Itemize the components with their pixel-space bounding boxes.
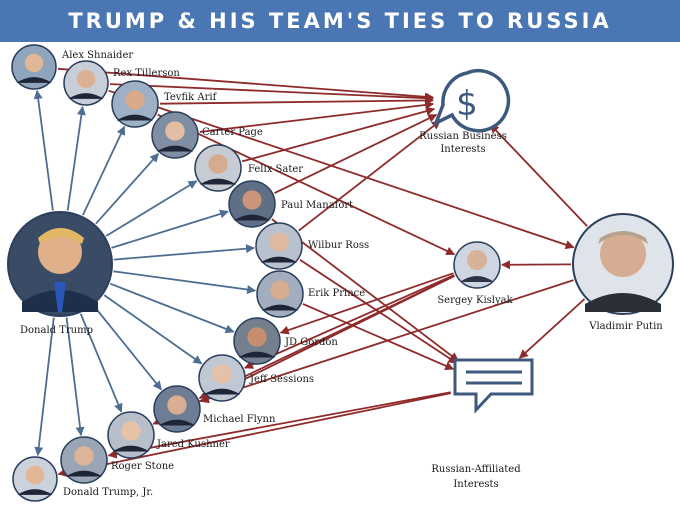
business-label-line1: Russian Business [419, 131, 507, 142]
text-speech-bubble-icon [453, 358, 534, 414]
trump-links [33, 89, 257, 457]
link-trump-p4 [95, 153, 160, 225]
link-putin-p11 [199, 279, 574, 404]
link-p3-kislyak [157, 113, 456, 256]
link-trump-p9 [109, 282, 235, 334]
person-label-roger-stone: Roger Stone [111, 461, 174, 472]
svg-text:$: $ [456, 84, 478, 124]
person-label-paul-manafort: Paul Manafort [281, 200, 353, 211]
person-jared-kushner-portrait [107, 411, 155, 459]
link-trump-p1 [33, 89, 54, 211]
ties-diagram: $ Russian Business Interests Russian-Aff… [7, 44, 674, 502]
person-paul-manafort-portrait [228, 180, 276, 228]
link-p8-affiliated [302, 303, 455, 371]
link-p3-business [159, 95, 434, 105]
person-label-jared-kushner: Jared Kushner [156, 439, 230, 450]
person-label-alex-shnaider: Alex Shnaider [61, 50, 133, 61]
person-roger-stone-portrait [60, 436, 108, 484]
vladimir-putin-node [572, 213, 674, 315]
person-jd-gordon-portrait [233, 317, 281, 365]
link-trump-p8 [113, 270, 257, 294]
person-label-felix-sater: Felix Sater [248, 164, 303, 175]
person-label-donald-trump-jr: Donald Trump, Jr. [63, 487, 153, 498]
person-label-rex-tillerson: Rex Tillerson [113, 68, 180, 79]
person-label-jd-gordon: JD Gordon [284, 337, 338, 348]
person-erik-prince-portrait [256, 270, 304, 318]
person-rex-tillerson-portrait [63, 60, 109, 106]
person-carter-page-portrait [151, 111, 199, 159]
link-trump-p5 [105, 180, 198, 237]
person-felix-sater-portrait [194, 144, 242, 192]
link-affiliated-p13 [107, 391, 451, 459]
person-jeff-sessions-portrait [198, 354, 246, 402]
diagram-title: TRUMP & HIS TEAM'S TIES TO RUSSIA [68, 9, 612, 33]
person-label-erik-prince: Erik Prince [308, 288, 365, 299]
team-members [11, 44, 304, 502]
link-affiliated-p14 [57, 392, 451, 477]
person-tevfik-arif-portrait [111, 80, 159, 128]
trump-label: Donald Trump [20, 325, 93, 336]
putin-label: Vladimir Putin [588, 321, 663, 332]
link-putin-business [489, 123, 588, 227]
person-label-jeff-sessions: Jeff Sessions [249, 374, 314, 385]
link-putin-affiliated [518, 298, 586, 359]
business-label-line2: Interests [440, 144, 485, 155]
link-trump-p12 [79, 313, 123, 413]
link-trump-p10 [103, 294, 203, 365]
person-michael-flynn-portrait [153, 385, 201, 433]
title-banner: TRUMP & HIS TEAM'S TIES TO RUSSIA [0, 0, 680, 42]
link-kislyak-p9 [279, 272, 454, 335]
link-kislyak-p10 [244, 274, 455, 369]
link-p4-business [199, 100, 435, 133]
link-trump-p2 [66, 105, 86, 211]
sergey-kislyak-node [453, 241, 501, 289]
link-p1-business [57, 67, 434, 102]
link-trump-p13 [65, 317, 85, 437]
person-alex-shnaider-portrait [11, 44, 57, 90]
donald-trump-node [7, 211, 113, 317]
kislyak-label: Sergey Kislyak [437, 295, 513, 306]
link-p7-affiliated [299, 259, 458, 364]
dollar-speech-bubble-icon: $ [432, 69, 511, 133]
person-label-carter-page: Carter Page [202, 127, 263, 138]
link-p7-business [298, 120, 441, 232]
person-donald-trump-jr-portrait [12, 456, 58, 502]
link-p5-business [241, 106, 436, 163]
person-wilbur-ross-portrait [255, 222, 303, 270]
person-label-tevfik-arif: Tevfik Arif [164, 92, 218, 103]
link-trump-p3 [82, 125, 126, 216]
link-trump-p7 [113, 244, 255, 261]
link-trump-p11 [93, 305, 163, 391]
person-label-wilbur-ross: Wilbur Ross [308, 240, 369, 251]
affiliated-label-line1: Russian-Affiliated [431, 464, 521, 475]
person-label-michael-flynn: Michael Flynn [203, 414, 276, 425]
link-p6-affiliated [271, 218, 459, 362]
link-trump-p14 [34, 317, 55, 457]
link-p2-business [109, 83, 434, 103]
affiliated-label-line2: Interests [453, 479, 498, 490]
link-trump-p6 [111, 209, 229, 249]
link-p6-business [274, 113, 438, 194]
